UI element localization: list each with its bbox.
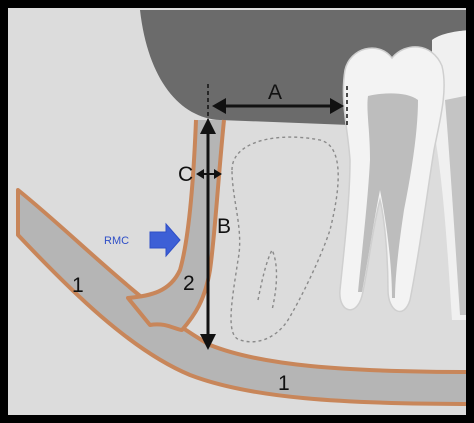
label-canal-left: 1: [72, 274, 84, 297]
label-canal-branch: 2: [183, 272, 195, 295]
label-rmc: RMC: [104, 235, 129, 247]
label-dimension-a: A: [268, 81, 282, 104]
label-dimension-b: B: [217, 215, 231, 238]
label-dimension-c: C: [178, 163, 193, 186]
label-canal-lower: 1: [278, 372, 290, 395]
